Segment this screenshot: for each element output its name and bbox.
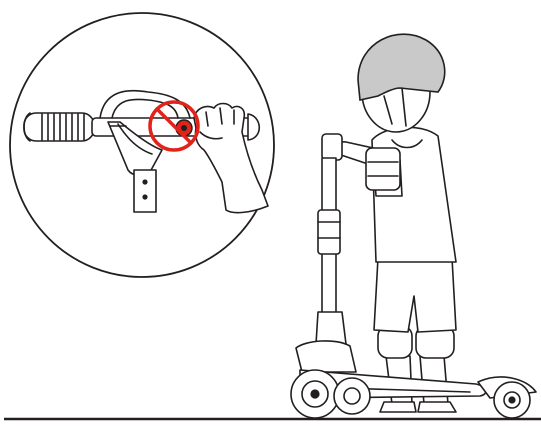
grip-ribs [41,113,85,141]
scooter [290,133,537,419]
helmet [357,33,446,101]
shorts [373,257,457,333]
child-figure [336,33,457,413]
wrist-guard [365,147,401,191]
shoe [379,401,417,413]
shoe [417,401,457,413]
detail-inset [9,12,275,278]
hand-closeup [193,102,269,214]
no-symbol-icon [148,100,200,152]
